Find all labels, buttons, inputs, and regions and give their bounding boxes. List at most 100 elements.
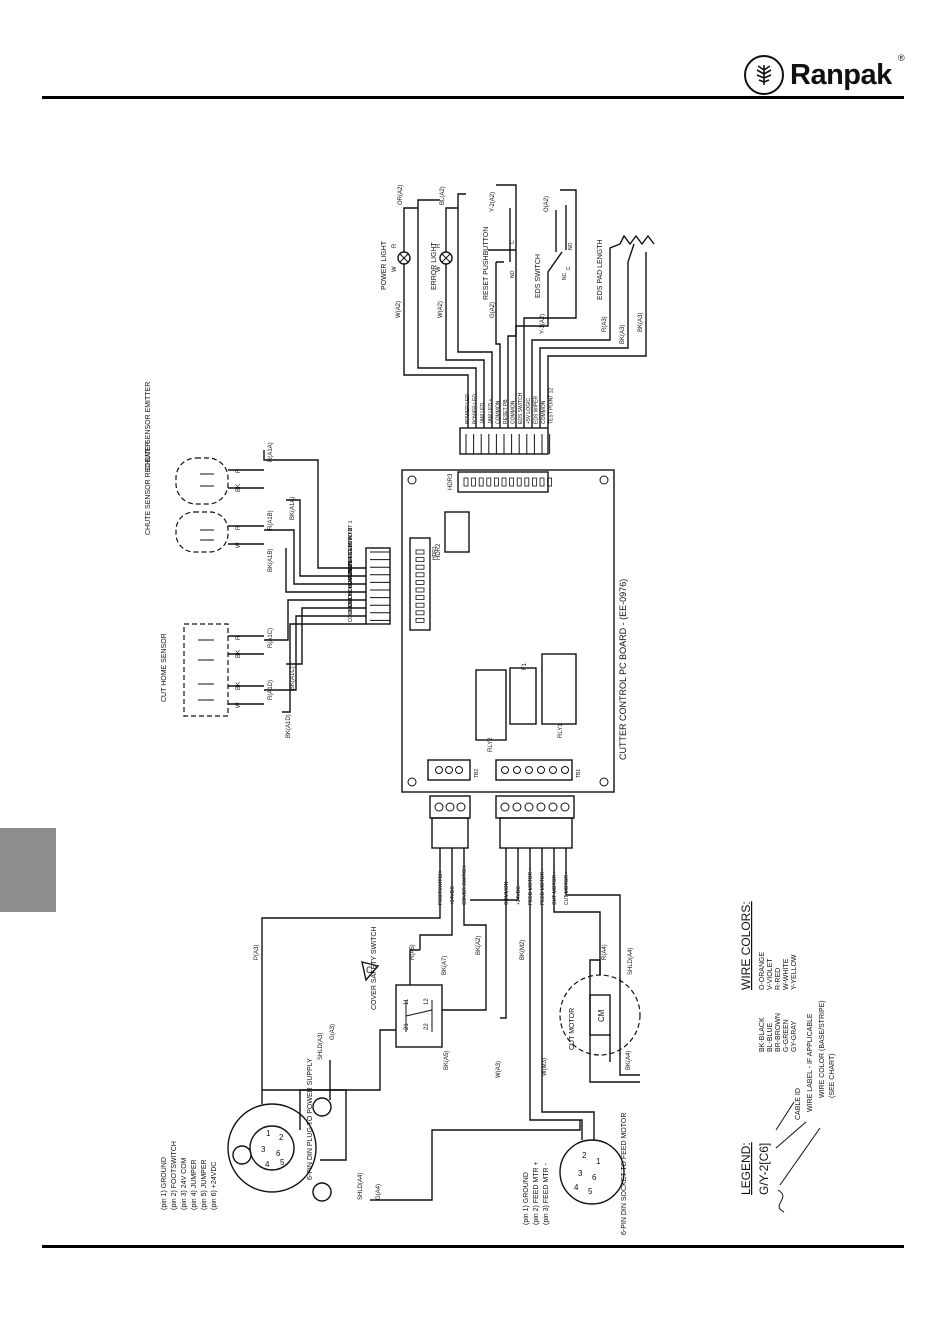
- hdr3-wire-label: COMMON: [541, 400, 547, 424]
- hdr3-wire-label: COMMON: [495, 400, 501, 424]
- svg-text:R(A1B): R(A1B): [268, 510, 274, 530]
- power-plug: 1 2 3 6 4 5 6-PIN DIN PLUG TO POWER SUPP…: [161, 985, 347, 1210]
- tb1-wire-label: FEED MOTOR -: [540, 868, 546, 905]
- svg-text:SHLD(A4): SHLD(A4): [358, 1173, 364, 1200]
- svg-text:BK(A1B): BK(A1B): [268, 549, 274, 572]
- tb1-wire-label: +24VDC: [516, 886, 522, 905]
- hdr3-wire-label: JAM LED +: [488, 398, 494, 424]
- feed-socket: 2 1 3 6 4 5 6-PIN DIN SOCKET TO FEED MOT…: [370, 1008, 628, 1235]
- svg-text:R(A3): R(A3): [602, 316, 608, 332]
- svg-text:C: C: [566, 266, 572, 270]
- registered-mark: ®: [898, 53, 905, 63]
- svg-text:R: R: [392, 243, 398, 248]
- svg-text:O(A2): O(A2): [544, 196, 550, 212]
- feed-pin-label: (pin 1) GROUND: [523, 1172, 530, 1225]
- hdr2-pin: [415, 618, 425, 623]
- tb2-socket: [427, 759, 471, 781]
- footer-rule: [42, 1245, 904, 1248]
- hdr3-connector: [457, 471, 549, 493]
- hdr3-label: HDR3: [448, 473, 454, 490]
- svg-text:W(A2): W(A2): [396, 301, 402, 318]
- svg-text:3: 3: [261, 1145, 266, 1154]
- hdr2-pin: [415, 602, 425, 608]
- power-pin-label: (pin 2) FOOTSWITCH: [171, 1141, 178, 1210]
- tb1-wire-label: COMMON: [504, 881, 510, 905]
- board-title: CUTTER CONTROL PC BOARD - (EE-0976): [618, 579, 628, 760]
- power-pin-label: (pin 1) GROUND: [161, 1157, 168, 1210]
- hdr2-pin: [415, 564, 425, 570]
- tb1-label: TB1: [576, 769, 582, 778]
- svg-text:BK(A5): BK(A5): [444, 1051, 450, 1070]
- tb2-wire-label: COVER SWITCH: [462, 866, 468, 905]
- svg-text:R: R: [236, 525, 242, 530]
- hdr2-wire-label: COMMON: [348, 591, 354, 615]
- lower-wire-labels: P(A3) SHLD(A3) G(A3) SHLD(A4) G(A4) R(A5…: [254, 936, 634, 1200]
- ranpak-logo: Ranpak: [744, 55, 892, 95]
- hdr3-wire-label: EDS SWITCH: [518, 392, 524, 424]
- tb2-wire-label: FOOTSWITCH: [438, 871, 444, 905]
- svg-text:BK: BK: [236, 682, 242, 690]
- tb1-socket: [495, 759, 573, 781]
- svg-text:BK(A1A): BK(A1A): [290, 497, 296, 520]
- reset-pushbutton-symbol: [488, 208, 516, 303]
- eds-switch-label: EDS SWITCH: [535, 254, 542, 298]
- hdr2-pin: [415, 580, 425, 585]
- svg-text:21: 21: [404, 1023, 410, 1030]
- svg-text:BK(A1C): BK(A1C): [290, 666, 296, 690]
- svg-text:1: 1: [266, 1129, 271, 1138]
- hdr2-wire-label: TEST POINT 1: [348, 520, 354, 554]
- hdr1-block: [444, 511, 470, 553]
- svg-text:C: C: [366, 965, 373, 975]
- hdr3-pin: [547, 477, 552, 487]
- svg-text:W: W: [236, 702, 242, 708]
- hdr3-wire-label: COMMON: [511, 400, 517, 424]
- legend-note: (SEE CHART): [829, 1053, 836, 1098]
- hdr2-pin: [415, 557, 425, 562]
- f1-label: F1: [522, 662, 528, 670]
- legend-sample: G/Y-2[C6]: [757, 1143, 771, 1195]
- svg-text:W(M3): W(M3): [542, 1058, 548, 1076]
- hdr3-wire-label: JAM LED: [480, 402, 486, 424]
- svg-text:4: 4: [265, 1160, 270, 1169]
- svg-text:22: 22: [424, 1023, 430, 1030]
- svg-text:G(A2): G(A2): [490, 302, 496, 318]
- svg-text:11: 11: [404, 998, 410, 1005]
- hdr2-connector: [409, 537, 431, 631]
- hdr2-wire-label: CHUTE-RCVR: [348, 543, 354, 576]
- power-pin-label: (pin 6) +24VDC: [211, 1162, 218, 1210]
- feed-socket-label: 6-PIN DIN SOCKET TO FEED MOTOR: [621, 1113, 628, 1235]
- svg-text:3: 3: [578, 1169, 583, 1178]
- eds-pad-length-label: EDS PAD LENGTH: [597, 239, 604, 300]
- tb2-label: TB2: [474, 769, 480, 778]
- wire-color-entry: BR-BROWN: [775, 1013, 782, 1052]
- svg-text:R(A1D): R(A1D): [268, 680, 274, 700]
- hdr3-pin: [532, 477, 537, 487]
- hdr2-wire-label: COMMON: [348, 568, 354, 592]
- hdr2-pin: [415, 610, 425, 616]
- cut-motor: CM CUT MOTOR: [559, 959, 641, 1083]
- svg-text:C: C: [510, 240, 516, 244]
- power-pin-label: (pin 3) 24V COM: [181, 1157, 188, 1210]
- hdr2-wire-label: CUT HOME-RCVR: [348, 564, 354, 607]
- power-pin-label: (pin 4) JUMPER: [191, 1159, 198, 1210]
- chute-emitter-label: CHUTE SENSOR EMITTER: [145, 382, 152, 470]
- svg-text:BK(A2): BK(A2): [476, 936, 482, 955]
- wire-color-entry: Y-YELLOW: [791, 954, 798, 990]
- svg-text:W(A3): W(A3): [496, 1061, 502, 1078]
- tb1-wire-label: CUT MOTOR +: [552, 871, 558, 905]
- wire-color-entry: BL-BLUE: [767, 1022, 774, 1052]
- svg-text:BL(A2): BL(A2): [440, 186, 446, 205]
- hdr3-pin: [463, 477, 469, 487]
- hdr3-pin: [539, 477, 545, 487]
- cut-home-housing: [183, 623, 229, 717]
- hdr2-pin: [415, 572, 425, 578]
- wire-color-entry: GY-GRAY: [791, 1021, 798, 1052]
- wire-color-entry: G-GREEN: [783, 1019, 790, 1052]
- ranpak-leaf-icon: [744, 55, 784, 95]
- hdr3-pin: [516, 477, 522, 487]
- svg-text:6: 6: [276, 1149, 281, 1158]
- hdr3-pin: [501, 477, 507, 487]
- svg-text:W: W: [236, 542, 242, 548]
